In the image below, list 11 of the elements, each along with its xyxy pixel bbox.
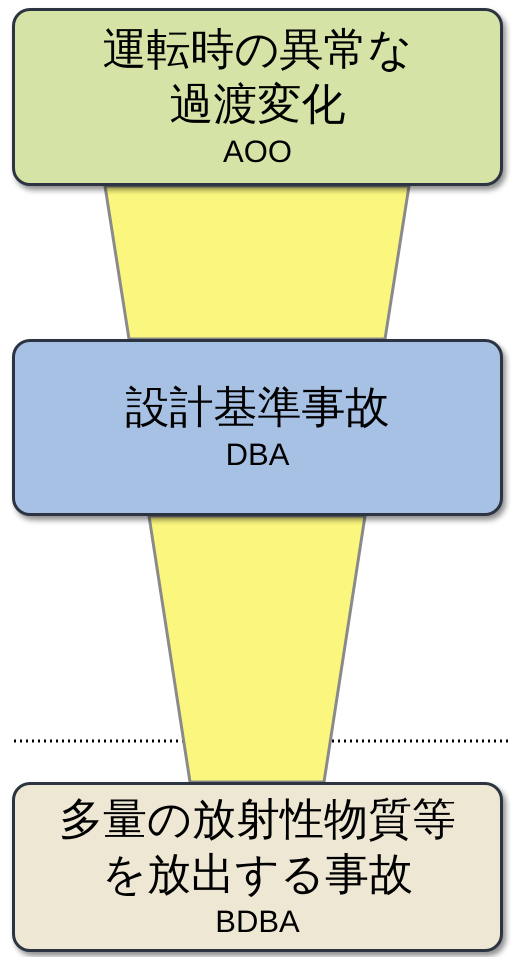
funnel-connector (147, 514, 367, 784)
rounded-box (12, 8, 503, 186)
funnel-connector (103, 184, 411, 340)
box-title: 多量の放射性物質等を放出する事故 (58, 792, 457, 902)
box-title: 運転時の異常な過渡変化 (102, 22, 414, 132)
box-abbreviation: DBA (226, 436, 290, 474)
box-abbreviation: AOO (223, 132, 292, 171)
rounded-box (12, 782, 503, 952)
rounded-box (12, 339, 503, 516)
box-abbreviation: BDBA (215, 902, 300, 941)
box-title: 設計基準事故 (126, 380, 390, 435)
